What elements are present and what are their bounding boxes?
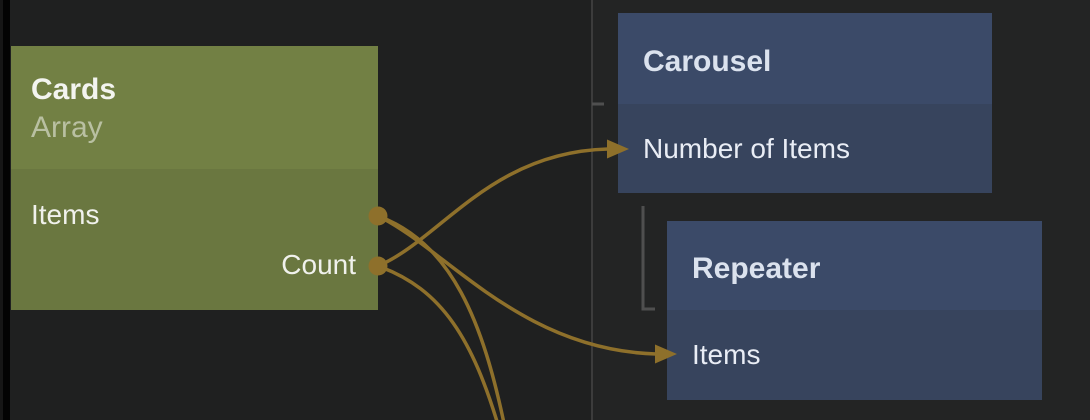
node-repeater[interactable]: Repeater Items [667, 221, 1042, 400]
connection-cards-items-to-offscreen-below[interactable] [377, 214, 506, 420]
connection-curve[interactable] [377, 214, 657, 356]
connection-cards-items-to-repeater-items[interactable] [377, 214, 677, 364]
port-label: Number of Items [643, 132, 850, 164]
port-label: Items [692, 339, 761, 370]
connection-arrowhead-icon [607, 139, 629, 159]
window-left-edge [0, 0, 3, 420]
node-title: Carousel [643, 44, 772, 78]
port-number-of-items-input[interactable]: Number of Items [618, 104, 992, 193]
node-cards[interactable]: Cards Array Items Count [11, 46, 378, 310]
node-carousel[interactable]: Carousel Number of Items [618, 13, 992, 193]
vertical-divider-line [591, 0, 593, 420]
node-cards-body: Items Count [11, 169, 378, 310]
node-cards-header[interactable]: Cards Array [11, 46, 378, 169]
connection-cards-count-to-offscreen-below[interactable] [377, 264, 499, 420]
connection-cards-count-to-carousel-number-of-items[interactable] [377, 139, 629, 268]
port-count-output[interactable]: Count [11, 240, 378, 290]
node-carousel-header[interactable]: Carousel [618, 13, 992, 104]
window-left-edge-inner [3, 0, 10, 420]
port-connector-dot-items[interactable] [368, 206, 388, 226]
node-title: Cards [31, 73, 117, 106]
node-subtitle: Array [31, 111, 103, 144]
port-label: Count [281, 249, 356, 280]
connection-arrowhead-icon [655, 344, 677, 364]
port-items-input[interactable]: Items [667, 310, 1042, 400]
port-items-output[interactable]: Items [11, 190, 378, 240]
node-repeater-header[interactable]: Repeater [667, 221, 1042, 310]
node-title: Repeater [692, 251, 821, 285]
connection-curve[interactable] [377, 147, 609, 268]
port-label: Items [31, 199, 100, 230]
connection-curve[interactable] [377, 214, 506, 420]
connection-curve[interactable] [377, 264, 499, 420]
port-connector-dot-count[interactable] [368, 256, 388, 276]
